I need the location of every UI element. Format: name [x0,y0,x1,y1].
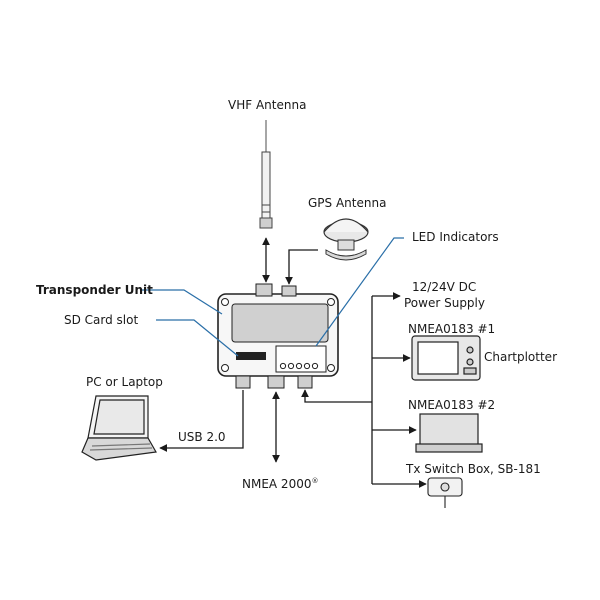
leader-sd [156,319,239,357]
transponder-unit [217,283,339,389]
vhf-antenna-label: VHF Antenna [228,98,307,112]
laptop-icon [81,395,157,461]
nmea2000-text: NMEA 2000 [242,477,312,491]
chartplotter-label: Chartplotter [484,350,557,364]
tx-switch-label: Tx Switch Box, SB-181 [406,462,541,476]
led-indicators-label: LED Indicators [412,230,499,244]
power-supply-line1: 12/24V DC [412,280,477,294]
nmea2000-label: NMEA 2000® [242,474,318,491]
nmea0183-1-label: NMEA0183 #1 [408,322,496,336]
tx-switch-box-icon [427,477,463,508]
gps-link [285,249,318,285]
vhf-antenna-icon [259,120,273,229]
chartplotter-icon [411,335,481,381]
gps-antenna-label: GPS Antenna [308,196,387,210]
led-indicator-icons [279,362,319,370]
registered-mark: ® [311,477,319,485]
pc-or-laptop-label: PC or Laptop [86,375,163,389]
leader-led [315,237,404,347]
power-supply-line2: Power Supply [404,296,485,310]
nmea0183-2-label: NMEA0183 #2 [408,398,496,412]
transponder-unit-label: Transponder Unit [36,283,153,297]
sd-slot [236,352,266,360]
sd-card-slot-label: SD Card slot [64,313,139,327]
bus-link [301,389,372,403]
gps-antenna-icon [323,218,369,261]
leader-transponder [142,289,223,315]
usb-link [159,390,244,452]
nmea-device-icon [415,413,483,453]
usb-label: USB 2.0 [178,430,226,444]
